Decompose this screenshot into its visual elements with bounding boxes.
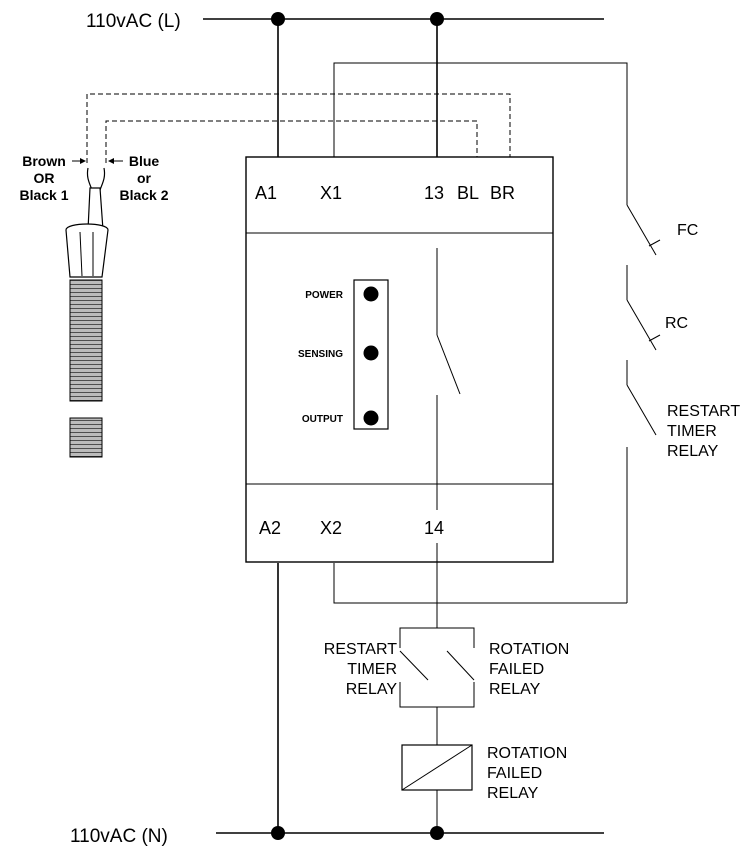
sensor-cable-line-1	[79, 231, 83, 277]
terminal-x1: X1	[320, 183, 342, 203]
sensor-lead-ends	[86, 167, 106, 191]
restart-contact-line-3: RELAY	[346, 681, 398, 698]
sensor-lock-nut	[69, 417, 103, 458]
monitor-module-box	[245, 156, 554, 563]
rotation-contact-line-1: ROTATION	[489, 641, 569, 658]
contact-fc	[626, 204, 657, 256]
neutral-supply-label: 110vAC (N)	[70, 826, 168, 847]
restart-timer-line-2: TIMER	[667, 423, 717, 440]
line-supply-label: 110vAC (L)	[86, 11, 181, 32]
terminal-x2: X2	[320, 518, 342, 538]
sensor-cable-body	[65, 223, 109, 278]
contact-restart-timer-relay	[399, 650, 429, 681]
contact-rc	[626, 299, 657, 351]
rotation-contact-line-2: FAILED	[489, 661, 544, 678]
rotation-contact-line-3: RELAY	[489, 681, 541, 698]
terminal-a1: A1	[255, 183, 277, 203]
brown-arrow-icon	[80, 158, 86, 164]
internal-output-switch	[436, 334, 461, 395]
terminal-bl: BL	[457, 183, 479, 203]
output-led-label: OUTPUT	[302, 414, 343, 425]
wire-x2-return	[333, 563, 627, 604]
terminal-br: BR	[490, 183, 515, 203]
rc-label: RC	[665, 315, 688, 332]
brown-label-line-2: OR	[34, 170, 55, 186]
rotation-coil-line-3: RELAY	[487, 785, 539, 802]
sensor-wire-blue	[105, 120, 478, 163]
sensing-led-label: SENSING	[298, 349, 343, 360]
contact-bottom-bracket	[399, 682, 475, 708]
restart-contact-line-2: TIMER	[347, 661, 397, 678]
blue-label-line-1: Blue	[129, 153, 160, 169]
wire-x1-loop	[333, 62, 628, 205]
restart-timer-line-3: RELAY	[667, 443, 719, 460]
brown-label-line-3: Black 1	[19, 187, 68, 203]
blue-label-line-2: or	[137, 170, 152, 186]
blue-arrow-icon	[108, 158, 114, 164]
sensor-wire-brown	[86, 93, 511, 163]
contact-top-bracket	[399, 627, 475, 648]
rotation-coil-line-1: ROTATION	[487, 745, 567, 762]
sensing-led-icon	[363, 345, 379, 361]
blue-label-line-3: Black 2	[119, 187, 168, 203]
sensor-threaded-body	[69, 279, 103, 402]
contact-fc-mark	[648, 239, 661, 247]
power-led-label: POWER	[305, 290, 344, 301]
restart-contact-line-1: RESTART	[324, 641, 397, 658]
fc-label: FC	[677, 222, 698, 239]
contact-restart-timer	[626, 384, 657, 436]
rotation-coil-line-2: FAILED	[487, 765, 542, 782]
power-led-icon	[363, 286, 379, 302]
terminal-13: 13	[424, 183, 444, 203]
contact-rotation-failed-relay	[446, 650, 475, 681]
relay-coil-diagonal	[401, 744, 473, 791]
output-led-icon	[363, 410, 379, 426]
terminal-a2: A2	[259, 518, 281, 538]
contact-rc-mark	[648, 334, 661, 342]
restart-timer-line-1: RESTART	[667, 403, 740, 420]
terminal-14: 14	[424, 518, 444, 538]
brown-label-line-1: Brown	[22, 153, 66, 169]
